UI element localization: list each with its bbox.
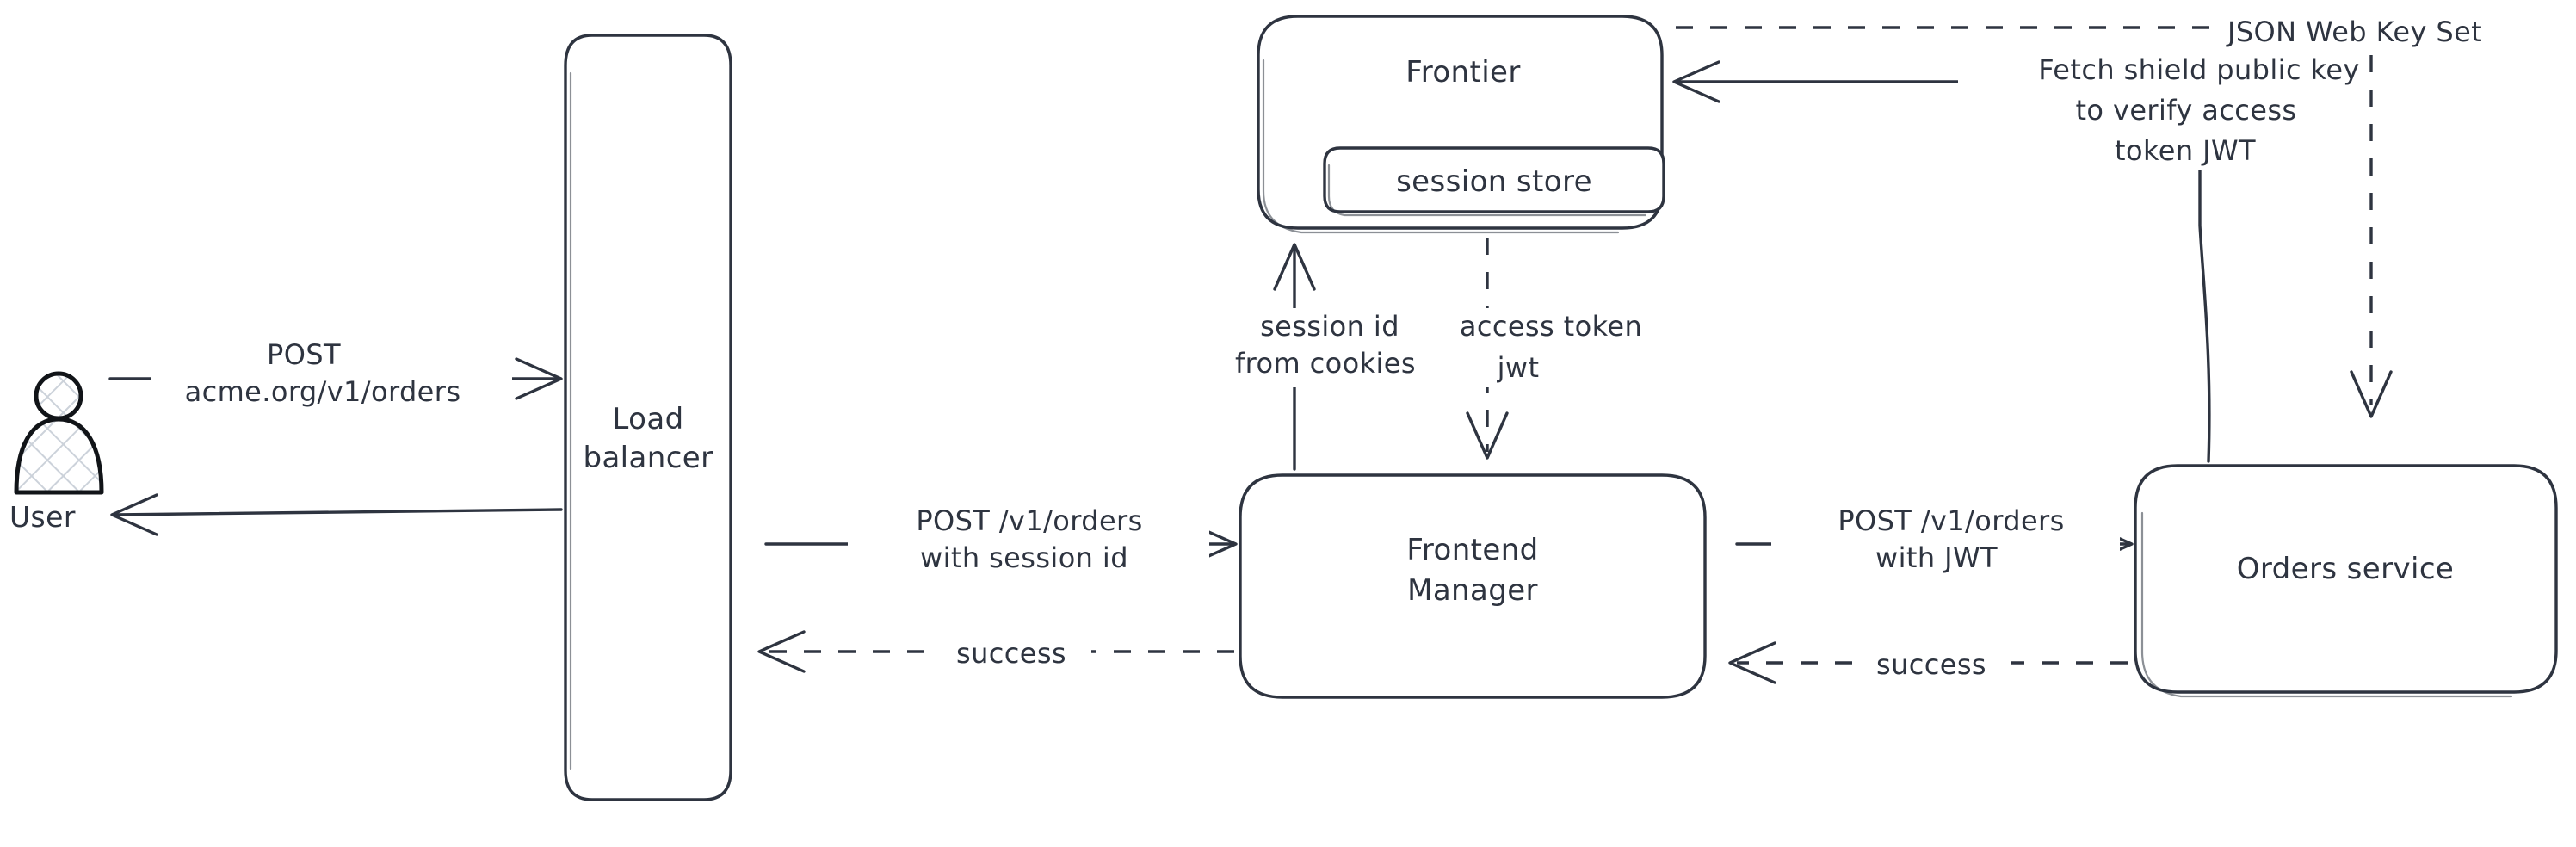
edge-frontier-to-orders-label-bg — [2218, 5, 2576, 52]
edge-lb-to-fm-label-bg — [848, 503, 1209, 582]
edge-frontier-to-orders-service: JSON Web Key Set — [1676, 5, 2576, 418]
edge-frontier-to-orders-arrowhead — [2350, 370, 2393, 418]
edge-orders-to-fm-label-bg — [1852, 638, 2011, 688]
session-store-label: session store — [1396, 164, 1592, 199]
edge-fm-to-frontier-arrowhead — [1273, 243, 1316, 291]
session-store-box-sketch — [1327, 164, 1647, 217]
load-balancer-box — [564, 34, 732, 801]
edge-user-to-load-balancer: POST acme.org/v1/orders — [108, 337, 563, 417]
orders-service-box-sketch — [2140, 511, 2513, 698]
edge-lb-to-user-line — [114, 508, 563, 516]
frontend-manager-label-line2: Manager — [1407, 573, 1538, 608]
edge-frontier-to-frontend-manager: access token jwt — [1416, 238, 1687, 460]
edge-frontier-to-fm-arrowhead — [1466, 411, 1509, 460]
edge-frontier-to-fm-label-line1: access token — [1460, 310, 1642, 343]
orders-service-box — [2134, 464, 2558, 694]
edge-orders-service-to-frontend-manager: success — [1728, 638, 2128, 688]
edge-frontend-manager-to-load-balancer: success — [757, 627, 1234, 677]
node-orders-service[interactable]: Orders service — [2134, 464, 2558, 698]
frontend-manager-box — [1239, 473, 1707, 699]
edge-lb-to-fm-label-line2: with session id — [920, 541, 1128, 574]
person-icon-body — [14, 417, 104, 495]
node-session-store[interactable]: session store — [1323, 146, 1665, 217]
actor-user: User — [9, 371, 104, 534]
session-store-box — [1323, 146, 1665, 213]
edge-user-to-lb-label-bg — [151, 337, 512, 417]
edge-user-to-lb-label-line1: POST — [267, 338, 341, 371]
frontier-label: Frontier — [1405, 55, 1521, 90]
frontier-box-sketch — [1262, 59, 1620, 234]
edge-frontend-manager-to-frontier: session id from cookies — [1205, 243, 1455, 471]
edge-orders-to-frontier-label-bg — [1958, 43, 2440, 170]
edge-orders-to-fm-label: success — [1876, 648, 1986, 681]
frontend-manager-label-line1: Frontend — [1406, 533, 1538, 567]
edge-fm-to-frontier-label-bg — [1205, 308, 1455, 387]
edge-orders-to-frontier-label-line3: token JWT — [2115, 134, 2256, 167]
load-balancer-label-line1: Load — [612, 402, 683, 436]
edge-fm-to-frontier-label-line2: from cookies — [1235, 347, 1416, 380]
edge-orders-to-frontier-line — [1677, 80, 2211, 463]
edge-user-to-lb-arrowhead — [515, 357, 563, 400]
edge-fm-to-orders-label-line2: with JWT — [1875, 541, 1998, 574]
edge-fm-to-lb-label: success — [956, 637, 1066, 670]
edge-load-balancer-to-frontend-manager: POST /v1/orders with session id — [764, 503, 1238, 582]
edge-frontier-to-fm-label-bg — [1416, 308, 1687, 387]
edge-orders-to-fm-arrowhead — [1728, 641, 1776, 684]
node-frontend-manager[interactable]: Frontend Manager — [1239, 473, 1707, 699]
edge-frontend-manager-to-orders-service: POST /v1/orders with JWT — [1735, 503, 2134, 582]
edge-fm-to-orders-label-line1: POST /v1/orders — [1838, 504, 2064, 537]
edge-orders-to-frontier-label-line1: Fetch shield public key — [2038, 53, 2360, 86]
edge-orders-to-frontier-arrowhead — [1672, 60, 1720, 103]
orders-service-label: Orders service — [2237, 552, 2455, 586]
node-frontier[interactable]: Frontier session store — [1257, 15, 1665, 234]
edge-frontier-to-fm-label-line2: jwt — [1497, 351, 1540, 384]
actor-user-label: User — [9, 500, 76, 534]
edge-orders-service-to-frontier: Fetch shield public key to verify access… — [1672, 43, 2440, 463]
load-balancer-label-line2: balancer — [583, 441, 713, 475]
edge-lb-to-fm-label-line1: POST /v1/orders — [916, 504, 1142, 537]
edge-load-balancer-to-user — [110, 493, 563, 536]
edge-orders-to-frontier-label-line2: to verify access — [2075, 94, 2296, 127]
person-icon-head — [34, 371, 83, 421]
edge-frontier-to-orders-label: JSON Web Key Set — [2226, 15, 2482, 48]
edge-fm-to-lb-arrowhead — [757, 630, 806, 673]
edge-lb-to-user-arrowhead — [110, 493, 158, 536]
node-load-balancer[interactable]: Load balancer — [564, 34, 732, 801]
edge-fm-to-orders-label-bg — [1771, 503, 2120, 582]
edge-user-to-lb-label-line2: acme.org/v1/orders — [185, 375, 461, 408]
edge-fm-to-frontier-label-line1: session id — [1260, 310, 1399, 343]
edge-fm-to-lb-label-bg — [932, 627, 1091, 677]
